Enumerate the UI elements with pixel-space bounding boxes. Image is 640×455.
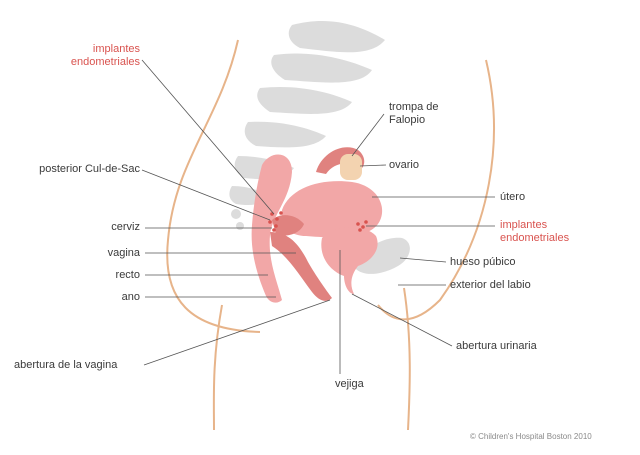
label-endometrial-implants-right: implantes endometriales [500,219,570,244]
label-outer-labia: exterior del labio [450,279,531,291]
label-vagina-opening: abertura de la vagina [14,359,118,371]
ovary [340,154,362,180]
copyright-notice: © Children's Hospital Boston 2010 [470,432,592,441]
endometrial-implants-cul-de-sac [268,211,283,232]
body-outline-back [166,39,261,333]
label-posterior-cul-de-sac: posterior Cul-de-Sac [39,163,140,175]
rectum [251,154,292,303]
label-anus: ano [121,291,140,303]
cervix [272,215,304,236]
label-vagina: vagina [107,247,140,259]
label-rectum: recto [115,269,140,281]
endometrial-implants-uterus [356,220,368,232]
label-endometrial-implants-left: implantes endometriales [70,43,140,68]
leader-lines [141,59,495,374]
label-fallopian-tube: trompa de Falopio [389,101,439,126]
label-urethral-opening: abertura urinaria [456,340,537,352]
label-ovary: ovario [389,159,419,171]
label-bladder: vejiga [335,378,364,390]
bladder [321,227,378,294]
leg-outline-left [212,304,223,431]
pubic-bone [355,237,410,274]
label-uterus: útero [500,191,526,203]
vagina [270,232,332,301]
leg-outline-right [403,287,411,431]
body-outline-front [377,59,495,321]
label-cervix: cerviz [111,221,140,233]
label-pubic-bone: hueso púbico [450,256,516,268]
